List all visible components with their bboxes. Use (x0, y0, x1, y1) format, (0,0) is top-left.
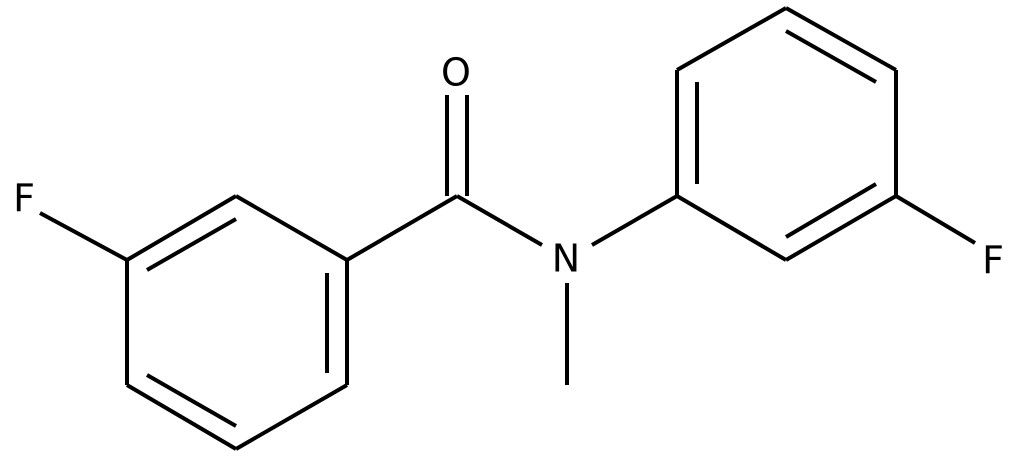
bond-ring-carbonyl (345, 194, 459, 262)
atom-nitrogen: N (552, 237, 580, 281)
bond-left-ring-1 (235, 194, 348, 262)
bond-left-ring-6 (125, 194, 238, 262)
bond-c-f-left (39, 211, 128, 262)
bond-left-ring-3 (235, 383, 348, 451)
bond-carbonyl-n (456, 194, 543, 247)
atom-fluorine-right: F (982, 239, 1004, 283)
bond-right-ring-2 (676, 6, 787, 72)
atom-oxygen: O (441, 51, 471, 95)
bond-left-ring-inner-2 (146, 373, 237, 428)
atom-fluorine-left: F (13, 177, 35, 221)
bond-left-ring-inner-3 (146, 217, 237, 272)
bond-right-ring-6 (675, 194, 788, 262)
bond-right-ring-inner-2 (785, 29, 877, 84)
bond-right-ring-3 (785, 6, 897, 72)
bond-left-ring-4 (125, 383, 238, 451)
bond-c-f-right (894, 194, 977, 245)
bond-right-ring-inner-3 (784, 182, 878, 239)
bond-right-ring-5 (784, 194, 898, 262)
bond-n-ring (591, 194, 678, 247)
